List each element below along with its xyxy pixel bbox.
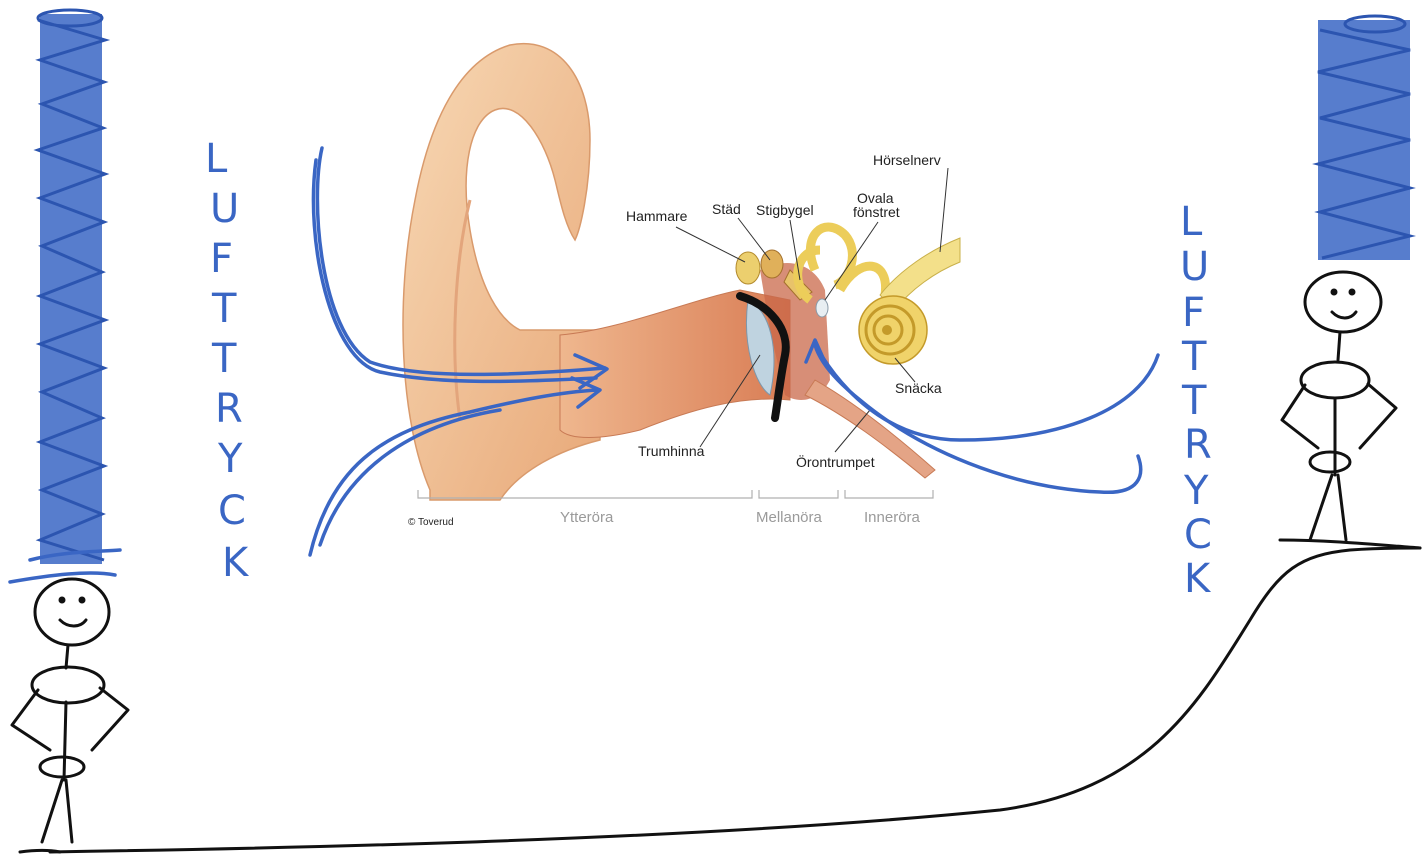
- lufttryck-left-y: Y: [217, 436, 243, 482]
- lufttryck-left: L U F T T R Y C K: [205, 136, 250, 586]
- ground-left-edge: [20, 851, 60, 853]
- lufttryck-right-t2: T: [1181, 378, 1207, 424]
- ear-illustration: Hammare Städ Stigbygel Ovala fönstret Hö…: [400, 40, 960, 530]
- lufttryck-left-k: K: [222, 540, 250, 586]
- oval-window: [816, 299, 828, 317]
- region-mellanora: Mellanöra: [756, 509, 823, 526]
- lufttryck-right-u: U: [1180, 244, 1209, 290]
- stick-figure-right: [1282, 272, 1396, 540]
- lufttryck-right-k: K: [1184, 556, 1212, 602]
- lufttryck-right-r: R: [1184, 422, 1212, 468]
- copyright-text: © Toverud: [408, 517, 454, 528]
- lufttryck-left-l: L: [205, 136, 228, 182]
- lufttryck-right-l: L: [1180, 199, 1203, 245]
- label-stad: Städ: [712, 201, 741, 217]
- label-fonstret: fönstret: [853, 204, 900, 220]
- region-innerora: Inneröra: [864, 509, 921, 526]
- ground-right-top: [1280, 540, 1420, 548]
- label-stigbygel: Stigbygel: [756, 202, 814, 218]
- lufttryck-left-r: R: [215, 386, 243, 432]
- label-orontrumpet: Örontrumpet: [796, 453, 875, 470]
- lufttryck-right-c: C: [1184, 512, 1212, 558]
- air-column-right: [1318, 16, 1410, 260]
- lufttryck-right-t1: T: [1181, 334, 1207, 380]
- lufttryck-left-t2: T: [211, 336, 237, 382]
- lufttryck-left-c: C: [218, 488, 246, 534]
- label-horselnerv: Hörselnerv: [873, 152, 941, 168]
- lufttryck-left-t1: T: [211, 286, 237, 332]
- lufttryck-right-f: F: [1182, 290, 1205, 336]
- ground-hill-line: [50, 548, 1420, 852]
- label-snacka: Snäcka: [895, 380, 942, 396]
- cochlea: [859, 296, 927, 364]
- label-trumhinna: Trumhinna: [638, 443, 705, 459]
- air-column-left: [10, 10, 120, 582]
- stick-figure-left: [12, 579, 128, 842]
- region-ytterora: Ytteröra: [560, 509, 614, 526]
- lufttryck-left-f: F: [210, 236, 233, 282]
- label-hammare: Hammare: [626, 208, 688, 224]
- lufttryck-right: L U F T T R Y C K: [1180, 199, 1212, 602]
- lufttryck-right-y: Y: [1183, 468, 1209, 514]
- lufttryck-left-u: U: [210, 186, 239, 232]
